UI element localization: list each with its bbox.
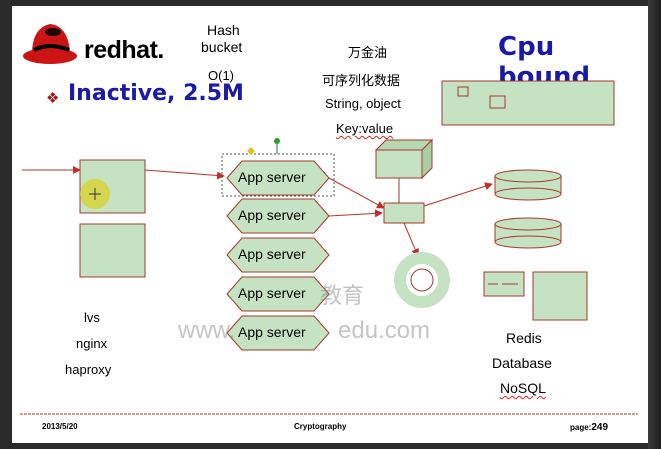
note-keyvalue: Key:value <box>336 121 394 136</box>
arrow-hub-to-db <box>423 182 493 207</box>
label-nginx: nginx <box>76 336 108 351</box>
app-server-label-4: App server <box>238 285 306 301</box>
label-lvs: lvs <box>84 310 100 325</box>
hub-box <box>383 202 425 224</box>
note-hash: Hash <box>207 22 240 38</box>
database-cylinder-1 <box>494 169 562 201</box>
redhat-logo-icon <box>23 24 77 64</box>
arrow-app1-to-hub <box>328 177 385 209</box>
footer-page: page:249 <box>570 422 608 433</box>
arrow-lb-to-app <box>144 169 225 180</box>
app-server-hex-4 <box>226 276 330 312</box>
database-cylinder-2 <box>494 217 562 249</box>
selection-frame <box>221 153 335 197</box>
ring-inner <box>410 268 434 292</box>
note-o1: O(1) <box>208 68 234 83</box>
architecture-diagram <box>20 80 638 415</box>
cache-region-box <box>441 80 615 126</box>
label-nosql: NoSQL <box>500 380 546 396</box>
arrow-app2-to-hub <box>328 209 383 218</box>
app-server-label-1: App server <box>238 169 306 185</box>
app-server-label-2: App server <box>238 207 306 223</box>
bullet-icon: ❖ <box>46 90 60 107</box>
app-server-label-5: App server <box>238 324 306 340</box>
slide-subtitle: Inactive, 2.5M <box>68 81 244 106</box>
watermark-www: www. <box>178 317 236 344</box>
footer-page-prefix: page: <box>570 423 592 432</box>
cache-region-small-1 <box>457 86 469 97</box>
rotate-handle-icon <box>274 138 280 144</box>
note-wanjin: 万金油 <box>348 45 388 60</box>
note-types: String, object <box>325 96 401 111</box>
note-serial: 可序列化数据 <box>322 73 401 88</box>
ring-band <box>394 252 450 308</box>
slide: redhat. Cpu bound ❖ Inactive, 2.5M Hash … <box>12 6 648 443</box>
label-redis: Redis <box>506 330 542 346</box>
cache-region-small-2 <box>489 95 506 109</box>
watermark-domain: edu.com <box>338 317 431 344</box>
arrow-hub-to-ring <box>403 222 419 257</box>
label-database: Database <box>492 355 552 371</box>
label-haproxy: haproxy <box>65 362 112 377</box>
app-server-label-3: App server <box>238 246 306 262</box>
window-edge <box>648 0 661 449</box>
app-server-hex-3 <box>226 237 330 273</box>
footer-date: 2013/5/20 <box>42 422 78 431</box>
footer-page-number: 249 <box>591 422 609 433</box>
storage-box-large <box>532 271 588 321</box>
logo-wordmark: redhat. <box>84 36 164 64</box>
note-bucket: bucket <box>201 39 243 55</box>
load-balancer-box-2 <box>79 223 146 278</box>
footer-center: Cryptography <box>294 422 347 431</box>
cube-front <box>375 149 423 179</box>
watermark-cn: 教育 <box>320 283 365 308</box>
adjust-handle-icon <box>247 147 255 155</box>
app-server-hex-5 <box>226 315 330 351</box>
